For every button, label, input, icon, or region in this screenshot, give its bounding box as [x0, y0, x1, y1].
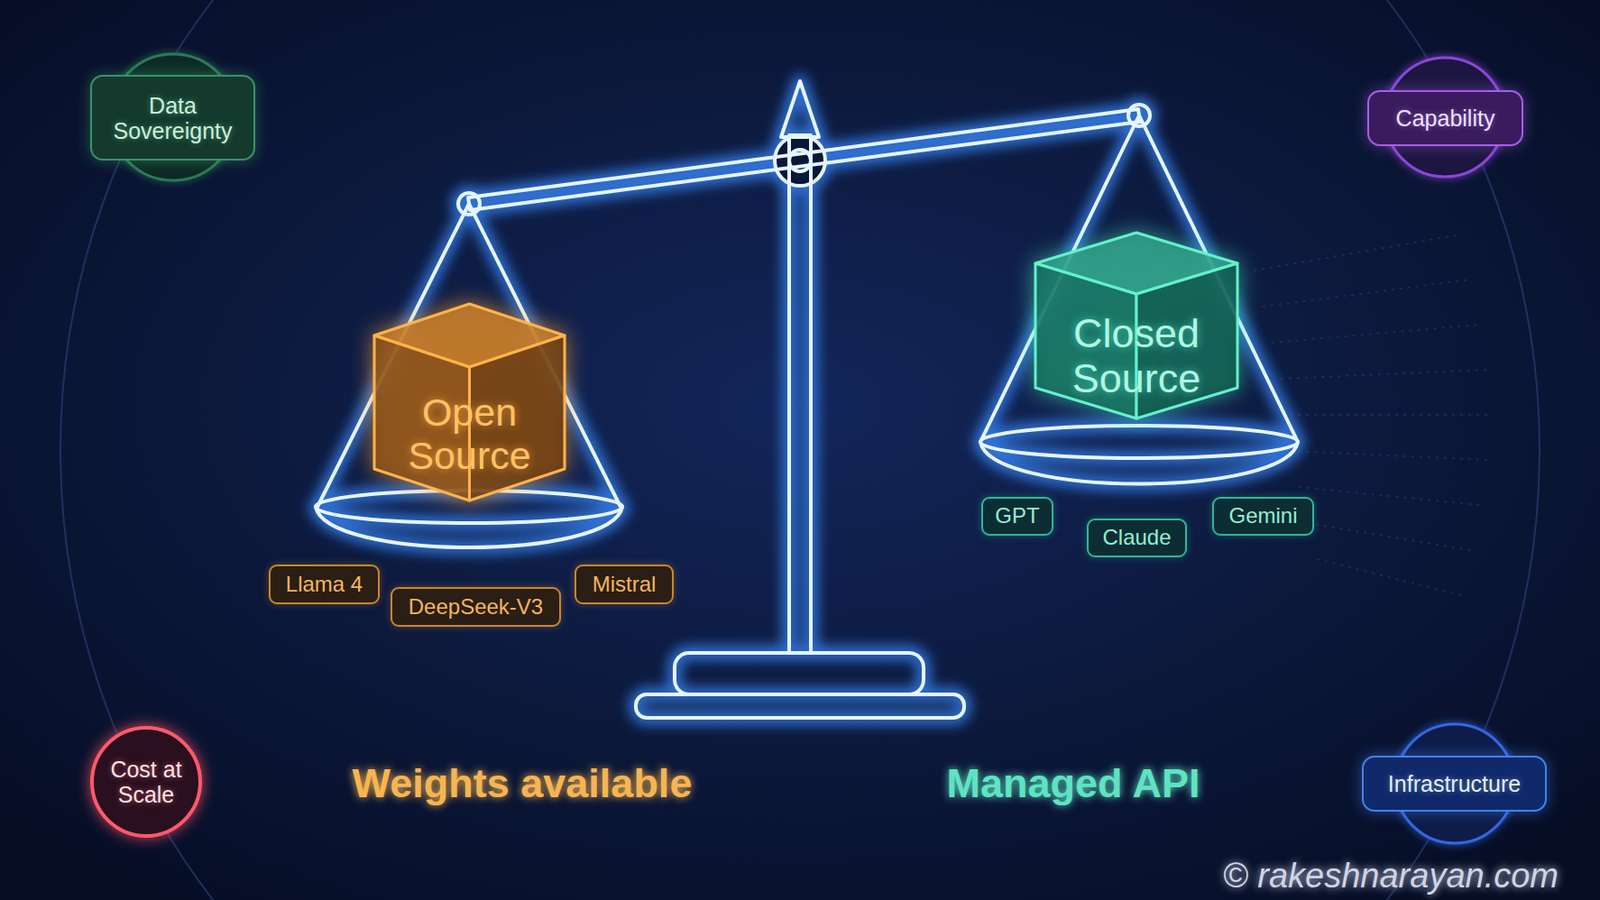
- model-cube: Open Source: [374, 303, 565, 501]
- model-tag: DeepSeek-V3: [390, 587, 561, 627]
- model-tag: Gemini: [1212, 496, 1315, 536]
- criterion-badge: Infrastructure: [1361, 755, 1547, 812]
- cube-label: Closed Source: [1057, 311, 1216, 403]
- badge-label: Infrastructure: [1388, 771, 1521, 797]
- circle-label: Cost at Scale: [97, 756, 195, 808]
- badge-label: Data Sovereignty: [101, 92, 246, 144]
- criterion-badge: Capability: [1367, 90, 1524, 147]
- badge-label: Capability: [1396, 105, 1496, 131]
- column-heading: Managed API: [947, 763, 1201, 804]
- column-divider: [799, 723, 802, 832]
- model-cube: Closed Source: [1035, 232, 1238, 419]
- model-tag: Mistral: [574, 564, 674, 605]
- cube-label: Open Source: [390, 390, 549, 478]
- tag-label: DeepSeek-V3: [408, 595, 543, 620]
- tag-label: Llama 4: [285, 572, 363, 598]
- tag-label: Claude: [1102, 525, 1171, 551]
- model-tag: Claude: [1086, 518, 1187, 558]
- criterion-badge: Data Sovereignty: [90, 74, 256, 161]
- model-tag: Llama 4: [268, 564, 380, 605]
- balance-scale: [315, 81, 1298, 718]
- tag-label: Gemini: [1228, 504, 1297, 529]
- watermark: © rakeshnarayan.com: [1222, 858, 1559, 893]
- model-tag: GPT: [981, 496, 1054, 536]
- orbit-arc: [60, 0, 1540, 900]
- criterion-circle: Cost at Scale: [89, 725, 203, 839]
- tag-label: GPT: [994, 504, 1040, 529]
- column-heading: Weights available: [352, 763, 693, 804]
- scale-glow: [315, 81, 1298, 718]
- badge-halo: [1385, 57, 1505, 177]
- tag-label: Mistral: [592, 572, 657, 598]
- circle-shape: [91, 727, 201, 837]
